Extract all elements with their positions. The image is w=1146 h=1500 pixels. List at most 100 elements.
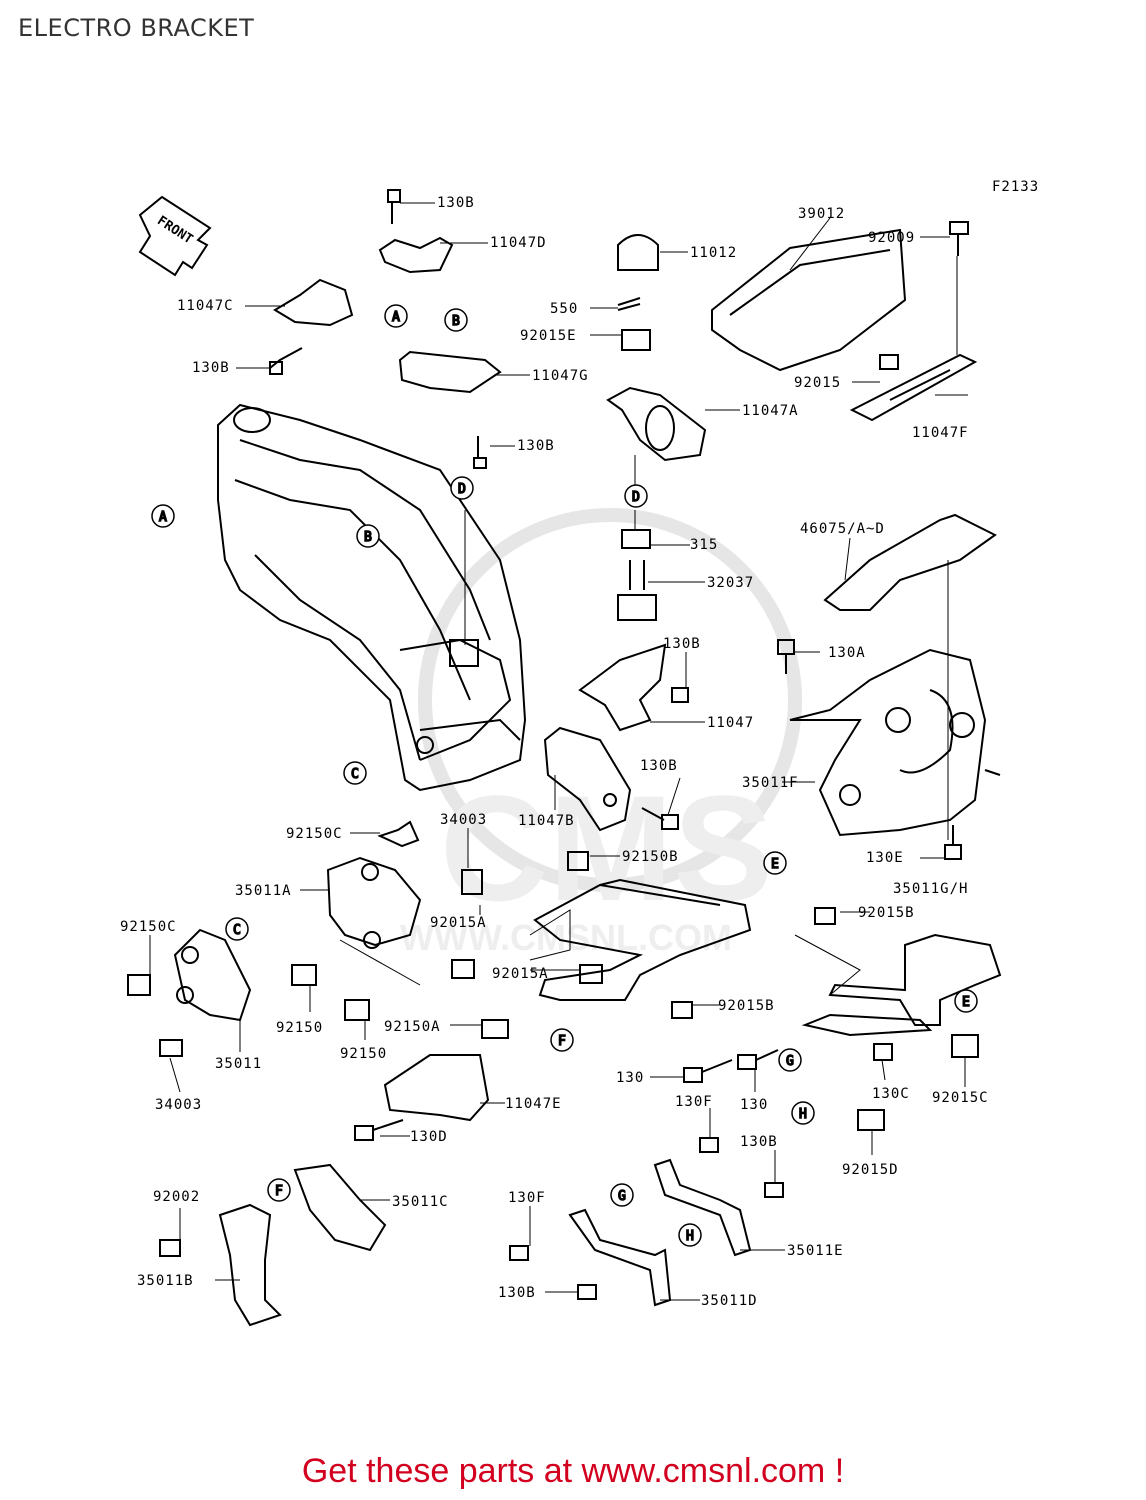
part-label: 130B (640, 758, 678, 774)
part-label: 92150B (622, 849, 679, 865)
part-label: 92015 (794, 375, 841, 391)
part-label: 11047E (505, 1096, 562, 1112)
part-label: 92015C (932, 1090, 989, 1106)
part-label: 92015B (858, 905, 915, 921)
part-label: 11047A (742, 403, 799, 419)
part-label: 34003 (440, 812, 487, 828)
ref-marker: H (791, 1101, 815, 1125)
part-label: 130 (740, 1097, 768, 1113)
ref-marker: A (384, 304, 408, 328)
watermark-text: CMS (440, 764, 773, 932)
part-label: 92150 (276, 1020, 323, 1036)
part-label: 130A (828, 645, 866, 661)
part-labels: 130B 11047D 11047C 130B 11047G 130B 1101… (120, 195, 989, 1309)
part-label: 11047C (177, 298, 234, 314)
front-arrow-icon: FRONT (138, 195, 212, 277)
ref-marker: B (356, 524, 380, 548)
part-label: 92015B (718, 998, 775, 1014)
ref-marker: E (954, 989, 978, 1013)
watermark: CMS WWW.CMSNL.COM (400, 508, 802, 958)
part-label: 130B (663, 636, 701, 652)
part-label: 92009 (868, 230, 915, 246)
svg-text:B: B (452, 314, 460, 329)
part-label: 11047B (518, 813, 575, 829)
part-label: 35011D (701, 1293, 758, 1309)
ref-marker: C (343, 761, 367, 785)
part-label: 130D (410, 1129, 448, 1145)
bracket-drawings (269, 189, 1001, 860)
part-label: 130C (872, 1086, 910, 1102)
part-label: 11012 (690, 245, 737, 261)
svg-text:E: E (771, 857, 779, 872)
part-label: 92150C (286, 826, 343, 842)
figure-code: F2133 (992, 179, 1039, 195)
reference-markers: A A B B D D C C E E F F G G H H (151, 304, 978, 1247)
ref-marker: F (267, 1178, 291, 1202)
part-label: 35011G/H (893, 881, 968, 897)
part-label: 130B (517, 438, 555, 454)
svg-text:D: D (632, 490, 640, 505)
ref-marker: B (444, 308, 468, 332)
part-label: 11047G (532, 368, 589, 384)
part-label: 315 (690, 537, 718, 553)
svg-text:C: C (351, 767, 359, 782)
part-label: 35011E (787, 1243, 844, 1259)
ref-marker: G (610, 1183, 634, 1207)
part-label: 11047 (707, 715, 754, 731)
part-label: 130B (192, 360, 230, 376)
svg-text:F: F (558, 1034, 566, 1049)
svg-text:A: A (159, 510, 167, 525)
parts-diagram: CMS WWW.CMSNL.COM F2133 FRONT (120, 179, 1039, 1327)
svg-text:C: C (233, 923, 241, 938)
page-title: ELECTRO BRACKET (18, 14, 255, 42)
svg-text:D: D (458, 482, 466, 497)
part-label: 92015E (520, 328, 577, 344)
part-label: 32037 (707, 575, 754, 591)
part-label: 35011C (392, 1194, 449, 1210)
ref-marker: H (678, 1223, 702, 1247)
frame-drawing (217, 403, 527, 792)
part-label: 39012 (798, 206, 845, 222)
svg-text:F: F (275, 1184, 283, 1199)
part-label: 92015A (430, 915, 487, 931)
part-label: 130B (498, 1285, 536, 1301)
part-label: 35011F (742, 775, 799, 791)
ref-marker: G (778, 1048, 802, 1072)
part-label: 92015D (842, 1162, 899, 1178)
lower-bracket-drawings (127, 820, 1002, 1327)
part-label: 35011A (235, 883, 292, 899)
part-label: 92150 (340, 1046, 387, 1062)
svg-text:E: E (962, 995, 970, 1010)
part-label: 92015A (492, 966, 549, 982)
ref-marker: E (763, 851, 787, 875)
leader-lines (149, 202, 968, 1301)
ref-marker: C (225, 917, 249, 941)
part-label: 130 (616, 1070, 644, 1086)
part-label: 11047D (490, 235, 547, 251)
svg-text:G: G (618, 1189, 626, 1204)
svg-text:G: G (786, 1054, 794, 1069)
part-label: 130E (866, 850, 904, 866)
part-label: 92150A (384, 1019, 441, 1035)
svg-text:H: H (686, 1229, 694, 1244)
part-label: 11047F (912, 425, 969, 441)
ref-marker: D (450, 476, 474, 500)
part-label: 130F (675, 1094, 713, 1110)
part-label: 35011 (215, 1056, 262, 1072)
part-label: 550 (550, 301, 578, 317)
part-label: 34003 (155, 1097, 202, 1113)
ref-marker: D (624, 484, 648, 508)
part-label: 46075/A~D (800, 521, 885, 537)
svg-text:A: A (392, 310, 400, 325)
part-label: 130B (740, 1134, 778, 1150)
part-label: 92002 (153, 1189, 200, 1205)
footer-link[interactable]: Get these parts at www.cmsnl.com ! (301, 1452, 845, 1490)
svg-text:H: H (799, 1107, 807, 1122)
svg-text:B: B (364, 530, 372, 545)
part-label: 130B (437, 195, 475, 211)
part-label: 35011B (137, 1273, 194, 1289)
ref-marker: A (151, 504, 175, 528)
ref-marker: F (550, 1028, 574, 1052)
part-label: 92150C (120, 919, 177, 935)
part-label: 130F (508, 1190, 546, 1206)
